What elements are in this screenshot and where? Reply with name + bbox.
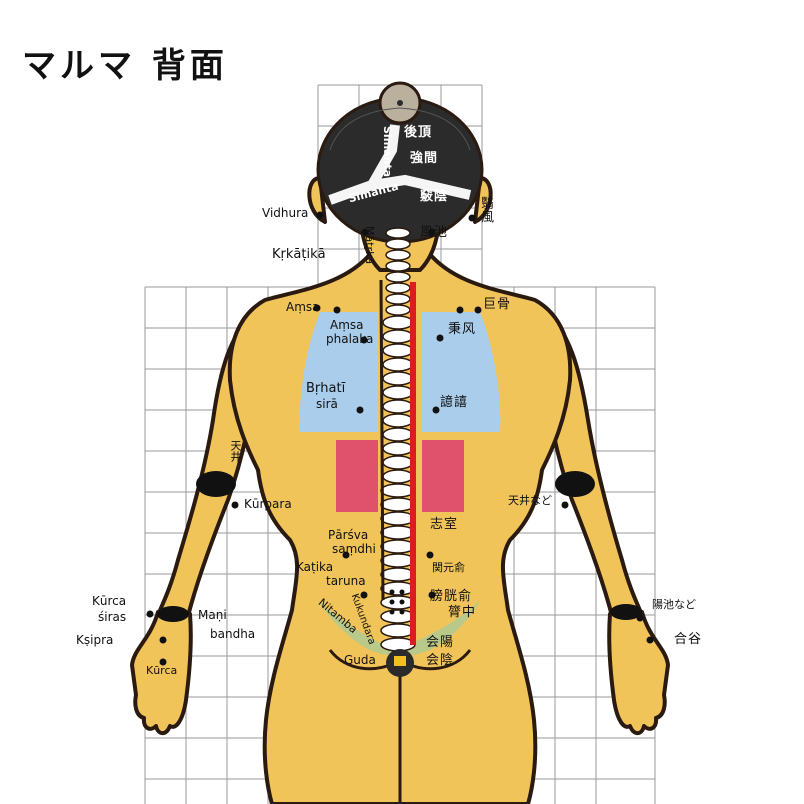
label-amsa-phalaka-2: phalaka [326,332,374,346]
label-jp-tensei: 天井など [508,494,552,507]
label-jp-kangen: 関元俞 [432,561,465,574]
label-jp-youchi: 陽池など [652,598,696,611]
joint-bands [157,471,642,622]
vertebra [385,238,411,250]
label-guda: Guda [344,653,376,667]
upper-back-zones [299,312,501,432]
vertebra [382,427,414,442]
page-title: マルマ 背面 [22,46,228,86]
vertebra [385,293,411,305]
label-jp-goukoku: 合谷 [674,632,703,647]
label-kurca: Kūrca [146,664,178,677]
label-parsva-1: Pārśva [328,528,369,542]
vertebra [380,483,416,498]
label-vidhura: Vidhura [262,206,309,220]
label-mani-1: Maṇi [198,608,227,622]
label-katika-1: Kaṭika [296,560,334,574]
vertebra [380,595,416,610]
label-katika-2: taruna [326,574,366,588]
vertebra [382,455,414,470]
vertebra [382,469,414,484]
kidney-zones [336,440,464,512]
bladder-line [379,279,385,601]
label-jp-iki: 譩譆 [440,395,469,410]
label-ksipra: Kṣipra [76,633,114,647]
label-simanta-a: Simanta [381,126,394,178]
label-jp-ein: 会陰 [426,653,455,668]
label-kurca-siras-2: śiras [98,610,127,624]
vertebra [382,413,414,428]
vertebra [385,304,411,316]
vertebra [382,343,414,358]
label-jp-bokouyuu-1: 膀胱俞 [430,589,473,604]
vertebra [380,497,416,512]
vertebra [380,525,416,540]
label-jp-kouchou: 後頂 [404,125,433,140]
label-kurca-siras-1: Kūrca [92,594,127,608]
vertebra [385,249,411,261]
vertebra [380,567,416,582]
vertebra [382,357,414,372]
vertebra [382,399,414,414]
vertebra [385,271,411,283]
label-jp-eyou: 会陽 [426,635,455,650]
vertebra [385,227,411,239]
vertebra [382,371,414,386]
label-jp-heifuu: 秉风 [448,322,477,337]
marma-points [146,211,654,666]
spine [380,227,416,652]
label-amsa-phalaka-1: Aṃsa [330,318,364,332]
vertebra [380,609,416,624]
vertebra [380,581,416,596]
label-brhati-1: Bṛhatī [306,381,346,396]
vertebra [382,441,414,456]
vertebra [385,282,411,294]
vertebra [382,329,414,344]
label-jp-kyouin: 竅陰 [420,189,449,204]
label-krkatika: Kṛkāṭikā [272,247,326,262]
label-jp-shishitsu: 志室 [430,517,459,532]
label-jp-kyoukan: 強間 [410,151,439,166]
label-jp-eifuu: 翳風 [478,196,493,224]
label-jp-fuuchi: 風池 [420,225,449,240]
label-jp-bokouyuu-2: 膂中 [448,605,477,620]
label-matrka: Mātṛkā [363,226,376,265]
label-kurpara: Kūrpara [244,497,292,511]
label-jp-kokotsu: 巨骨 [483,297,512,312]
head [316,81,484,244]
label-mani-2: bandha [210,627,256,641]
label-parsva-2: saṃdhi [332,542,376,556]
guda-yellow [394,656,406,666]
vertebra [380,511,416,526]
vertebra [380,623,416,638]
sacral-zone [318,600,480,656]
vertebra [385,260,411,272]
vertebra [380,637,416,652]
vertebra [380,539,416,554]
label-brhati-2: sirā [316,397,338,411]
label-jp-left-elbow: 天井 [229,440,242,462]
vertebra [382,315,414,330]
vertebra [380,553,416,568]
label-amsa: Aṃsa [286,300,320,314]
vertebra [382,385,414,400]
